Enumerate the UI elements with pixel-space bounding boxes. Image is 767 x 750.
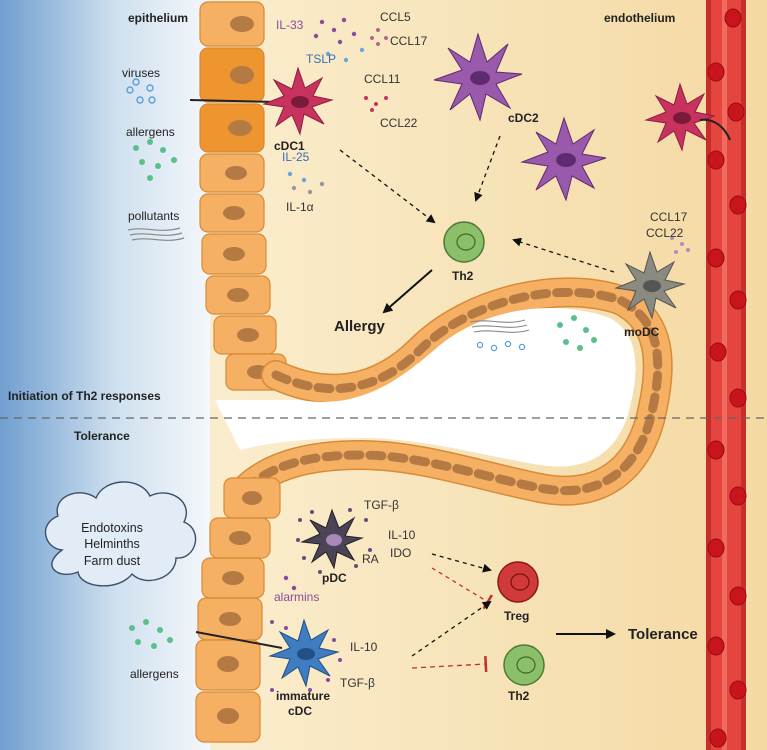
- exposure-cloud: [44, 481, 197, 587]
- viruses-label: viruses: [122, 66, 161, 80]
- cdc2-cell-upper: [433, 32, 523, 122]
- il33-label: IL-33: [276, 18, 304, 32]
- tgfb-cdc-label: TGF-β: [340, 676, 375, 690]
- immature-cdc-dendrite: [195, 631, 283, 649]
- loop-lumen: [215, 308, 636, 467]
- cloud-item-farm-dust: Farm dust: [83, 553, 141, 568]
- allergy-outcome-label: Allergy: [334, 318, 385, 335]
- cloud-item-endotoxins: Endotoxins: [81, 521, 143, 535]
- arrow-cdc1-to-th2: [339, 149, 436, 224]
- tolerance-section-label: Tolerance: [74, 429, 130, 443]
- il1a-label: IL-1α: [286, 200, 314, 214]
- cdc1-label: cDC1: [274, 139, 305, 153]
- il10-cdc-label: IL-10: [350, 640, 378, 654]
- th2-cell-bottom: [503, 644, 545, 686]
- blood-vessel: [706, 0, 746, 750]
- treg-label: Treg: [504, 609, 530, 623]
- ccl17-modc-label: CCL17: [650, 210, 688, 224]
- cdc2-cell-lower: [520, 116, 607, 202]
- pollutant-fibers-icon: [127, 227, 185, 241]
- cdc2-label: cDC2: [508, 111, 539, 125]
- pollutants-label: pollutants: [128, 209, 180, 223]
- airway-lumen-background: [0, 0, 210, 750]
- initiation-section-label: Initiation of Th2 responses: [8, 389, 161, 403]
- cloud-text: Endotoxins Helminths Farm dust: [42, 520, 182, 569]
- pdc-label: pDC: [322, 571, 347, 585]
- ccl22-top-label: CCL22: [380, 116, 418, 130]
- arrow-modc-to-th2: [512, 237, 615, 273]
- inhibit-pdc-to-th2: [431, 567, 494, 610]
- immature-cdc-cytokine-dots-icon: [270, 620, 342, 692]
- endothelium-label: endothelium: [604, 11, 676, 25]
- ccl5-ccl17-dots-icon: [370, 28, 388, 46]
- th2-cell-top: [443, 221, 485, 263]
- th2-bottom-label: Th2: [508, 689, 530, 703]
- ccl17-top-label: CCL17: [390, 34, 428, 48]
- tslp-dots-icon: [325, 47, 365, 63]
- modc-chemokine-dots-icon: [670, 236, 690, 254]
- il10-pdc-label: IL-10: [388, 528, 416, 542]
- immature-cdc-label-line1: immature: [276, 689, 331, 703]
- arrow-cdc2-to-th2: [474, 135, 501, 202]
- treg-cell: [497, 561, 539, 603]
- il25-il1a-dots-icon: [287, 171, 325, 195]
- immature-cdc-label-line2: cDC: [288, 704, 313, 718]
- cloud-item-helminths: Helminths: [84, 537, 140, 552]
- ccl11-ccl22-dots-icon: [364, 96, 388, 112]
- epithelium-bottom-nuclei: [217, 491, 262, 724]
- modc-cell: [614, 250, 686, 320]
- red-blood-cells: [707, 8, 747, 748]
- th2-top-label: Th2: [452, 269, 474, 283]
- ccl22-modc-label: CCL22: [646, 226, 684, 240]
- cdc1-cell: [262, 66, 334, 136]
- immature-cdc-cell: [268, 618, 340, 688]
- ido-label: IDO: [390, 546, 412, 560]
- virus-particles-icon: [126, 78, 156, 104]
- epithelium-label: epithelium: [128, 11, 189, 25]
- arrow-pdc-to-treg: [431, 553, 492, 573]
- tslp-label: TSLP: [306, 52, 337, 66]
- ra-label: RA: [362, 552, 379, 566]
- inhibit-immature-cdc-to-th2: [411, 655, 488, 673]
- alarmin-dots-icon: [283, 575, 297, 591]
- alarmins-label: alarmins: [274, 590, 320, 604]
- allergen-particles-top-icon: [133, 139, 177, 181]
- tgfb-pdc-label: TGF-β: [364, 498, 399, 512]
- epithelial-loop-nuclei: [240, 287, 663, 496]
- allergen-particles-bottom-icon: [129, 619, 173, 649]
- tolerance-outcome-label: Tolerance: [628, 626, 698, 643]
- cdc1-dendrite: [189, 99, 279, 103]
- arrow-th2-to-allergy: [382, 269, 433, 314]
- modc-label: moDC: [624, 325, 660, 339]
- pdc-cell: [300, 508, 364, 570]
- allergens-bottom-label: allergens: [130, 667, 179, 681]
- il33-dots-icon: [313, 17, 357, 45]
- loop-lumen-particles-icon: [469, 315, 597, 352]
- cdc-in-vessel-cell: [644, 82, 716, 152]
- vessel-cdc-dendrite: [699, 118, 731, 141]
- ccl11-label: CCL11: [364, 72, 401, 86]
- ccl5-label: CCL5: [380, 10, 411, 24]
- pdc-cytokine-dots-icon: [296, 508, 372, 574]
- il25-label: IL-25: [282, 150, 310, 164]
- allergens-top-label: allergens: [126, 125, 175, 139]
- epithelium-top-nuclei: [223, 16, 269, 379]
